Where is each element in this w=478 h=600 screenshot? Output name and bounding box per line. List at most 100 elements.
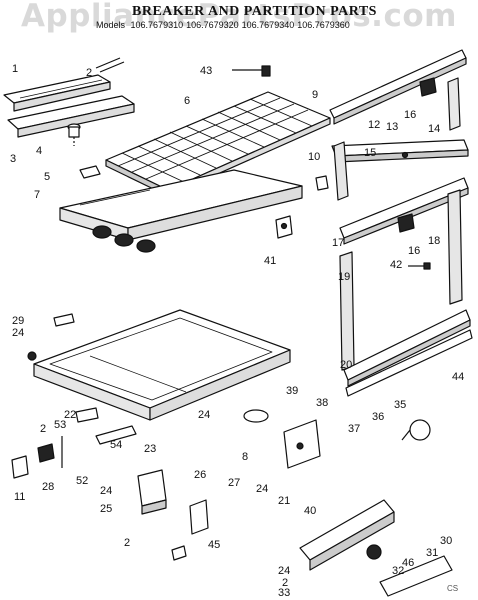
- callout-1: 1: [12, 63, 19, 75]
- callout-23: 23: [144, 443, 157, 455]
- part-28-bracket: [37, 443, 55, 463]
- callout-32: 32: [392, 565, 405, 577]
- callout-24: 24: [256, 483, 269, 495]
- part-4-knob: [67, 123, 81, 146]
- part-54-clip: [75, 407, 99, 423]
- part-1-trim-strip: [3, 74, 111, 112]
- part-23-rail: [95, 425, 137, 445]
- part-29-plate: [53, 313, 75, 327]
- callout-2: 2: [124, 537, 131, 549]
- callout-24: 24: [198, 409, 211, 421]
- part-14-post: [447, 77, 461, 131]
- callout-14: 14: [428, 123, 441, 135]
- diagram-title: BREAKER AND PARTITION PARTS: [132, 4, 377, 19]
- callout-53: 53: [54, 419, 67, 431]
- callout-18: 18: [428, 235, 441, 247]
- part-5-clip: [79, 165, 101, 179]
- model-number: 106.7679340: [241, 20, 295, 30]
- part-26-control: [189, 499, 209, 535]
- callout-38: 38: [316, 397, 329, 409]
- part-44-bottom-trim: [345, 329, 473, 397]
- part-19-partition-frame: [339, 177, 471, 387]
- callout-9: 9: [312, 89, 319, 101]
- callout-12: 12: [368, 119, 381, 131]
- callout-29: 29: [12, 315, 25, 327]
- callout-2: 2: [40, 423, 47, 435]
- part-42-screw: [408, 262, 431, 270]
- part-16-lower-connector: [397, 213, 415, 233]
- part-10-clip: [315, 175, 329, 191]
- part-30-front-panel: [299, 499, 395, 571]
- part-16-connector: [419, 77, 437, 97]
- callout-40: 40: [304, 505, 317, 517]
- callout-35: 35: [394, 399, 407, 411]
- part-43-screw: [232, 65, 271, 77]
- part-46-gear: [366, 544, 382, 560]
- callout-16: 16: [408, 245, 421, 257]
- part-13-screw: [401, 151, 409, 159]
- callout-8: 8: [242, 451, 249, 463]
- callout-21: 21: [278, 495, 291, 507]
- callout-4: 4: [36, 145, 43, 157]
- callout-52: 52: [76, 475, 89, 487]
- callout-20: 20: [340, 359, 353, 371]
- part-35-bulb: [401, 419, 431, 441]
- callout-33: 33: [278, 587, 291, 599]
- callout-13: 13: [386, 121, 399, 133]
- callout-5: 5: [44, 171, 51, 183]
- part-7-duct-housing: [59, 169, 303, 253]
- callout-36: 36: [372, 411, 385, 423]
- callout-30: 30: [440, 535, 453, 547]
- part-45-clip: [171, 545, 187, 561]
- part-41-latch: [275, 215, 293, 239]
- callout-31: 31: [426, 547, 439, 559]
- callout-37: 37: [348, 423, 361, 435]
- callout-41: 41: [264, 255, 277, 267]
- callout-17: 17: [332, 237, 345, 249]
- model-number: 106.7679310: [130, 20, 184, 30]
- callout-11: 11: [14, 491, 26, 503]
- part-9-partition-rail: [329, 49, 467, 125]
- part-25-housing: [137, 469, 167, 515]
- callout-44: 44: [452, 371, 465, 383]
- corner-stamp: CS: [447, 584, 459, 593]
- callout-54: 54: [110, 439, 123, 451]
- callout-24: 24: [278, 565, 291, 577]
- callout-7: 7: [34, 189, 41, 201]
- callout-22: 22: [64, 409, 77, 421]
- watermark-text: AppliancePartsPros.com: [21, 0, 457, 34]
- callout-24: 24: [100, 485, 113, 497]
- callout-10: 10: [308, 151, 321, 163]
- model-number: 106.7679360: [297, 20, 350, 30]
- callout-45: 45: [208, 539, 221, 551]
- part-22-breaker-shelf: [33, 309, 291, 421]
- part-24-knob: [27, 351, 37, 361]
- callout-19: 19: [338, 271, 351, 283]
- models-label: Models: [96, 20, 126, 30]
- callout-43: 43: [200, 65, 213, 77]
- callout-26: 26: [194, 469, 207, 481]
- model-number: 106.7679320: [186, 20, 239, 30]
- callout-25: 25: [100, 503, 113, 515]
- callout-2: 2: [86, 67, 93, 79]
- part-11-knob: [11, 455, 29, 479]
- callout-16: 16: [404, 109, 417, 121]
- part-33-base: [379, 555, 453, 597]
- part-39-disc: [243, 409, 269, 423]
- callout-46: 46: [402, 557, 415, 569]
- callout-15: 15: [364, 147, 377, 159]
- part-3-trim-strip: [7, 95, 135, 138]
- callout-6: 6: [184, 95, 191, 107]
- callout-42: 42: [390, 259, 403, 271]
- part-15-partition-bar: [331, 139, 469, 201]
- part-2-screw: [95, 57, 125, 73]
- callout-24: 24: [12, 327, 25, 339]
- callout-27: 27: [228, 477, 241, 489]
- callout-28: 28: [42, 481, 55, 493]
- callout-3: 3: [10, 153, 17, 165]
- part-37-light-housing: [283, 419, 321, 469]
- callout-39: 39: [286, 385, 299, 397]
- callout-2: 2: [282, 577, 289, 589]
